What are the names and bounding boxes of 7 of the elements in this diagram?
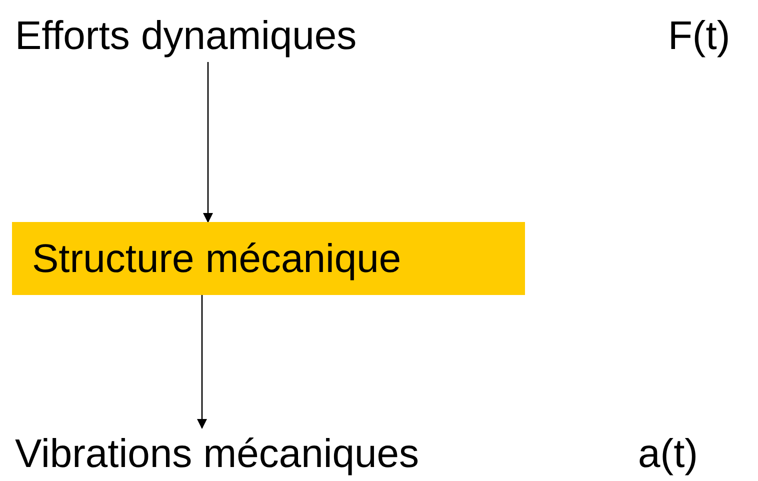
arrow: [197, 295, 207, 429]
signal-label: F(t): [668, 13, 730, 60]
node-label: Vibrations mécaniques: [15, 428, 515, 480]
arrow: [203, 62, 213, 223]
signal-label: a(t): [638, 431, 698, 478]
process-box: Structure mécanique: [12, 222, 525, 295]
node-label: Efforts dynamiques: [15, 10, 435, 62]
